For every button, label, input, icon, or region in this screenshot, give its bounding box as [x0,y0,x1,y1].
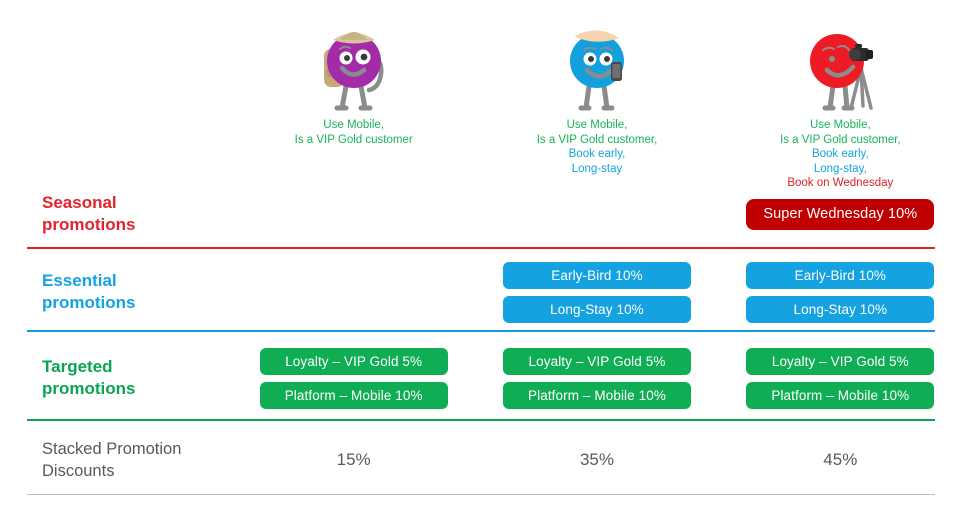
badge-long-stay[interactable]: Long-Stay 10% [746,295,935,323]
badge-loyalty-vip-gold[interactable]: Loyalty – VIP Gold 5% [259,347,448,375]
row-cells-targeted: Loyalty – VIP Gold 5% Platform – Mobile … [232,347,962,409]
row-label-targeted: Targeted promotions [0,356,232,400]
row-cells-essential: Early-Bird 10% Long-Stay 10% Early-Bird … [232,261,962,323]
persona-trait: Use Mobile, [566,119,628,131]
persona-trait: Long-stay, [813,162,867,175]
persona-trait: Is a VIP Gold customer [294,133,413,146]
row-label-line: promotions [42,379,136,398]
row-label-line: Stacked Promotion [42,440,182,458]
total-discount-value: 45% [823,450,858,469]
persona-column-3: Use Mobile, Is a VIP Gold customer, Book… [719,0,962,192]
persona-trait: Is a VIP Gold customer, [536,133,658,146]
persona-traits-2: Use Mobile, Is a VIP Gold customer, Book… [537,118,658,176]
badge-platform-mobile[interactable]: Platform – Mobile 10% [502,381,691,409]
divider-bottom [27,494,935,495]
persona-trait: Is a VIP Gold customer, [780,133,901,146]
persona-column-2: Use Mobile, Is a VIP Gold customer, Book… [475,0,718,192]
persona-trait: Use Mobile, [323,119,385,131]
cell-essential-1 [232,262,475,323]
cell-seasonal-3: Super Wednesday 10% [719,198,962,230]
traveler-purple-hat-backpack-icon [323,32,384,111]
row-seasonal: Seasonal promotions Super Wednesday 10% [0,186,962,242]
cell-seasonal-2 [475,199,718,230]
row-label-stacked-discounts: Stacked Promotion Discounts [0,438,232,482]
badge-super-wednesday[interactable]: Super Wednesday 10% [746,198,935,230]
row-cells-stacked-discounts: 15% 35% 45% [232,450,962,470]
badge-loyalty-vip-gold[interactable]: Loyalty – VIP Gold 5% [746,347,935,375]
persona-trait: Long-stay [571,162,623,175]
badge-long-stay[interactable]: Long-Stay 10% [502,295,691,323]
cell-targeted-1: Loyalty – VIP Gold 5% Platform – Mobile … [232,347,475,409]
traveler-blue-cap-phone-icon [569,30,624,111]
badge-platform-mobile[interactable]: Platform – Mobile 10% [259,381,448,409]
persona-row-label-spacer [0,0,232,192]
divider-seasonal [27,247,935,249]
badge-early-bird[interactable]: Early-Bird 10% [502,261,691,289]
persona-column-1: Use Mobile, Is a VIP Gold customer [232,0,475,192]
cell-total-3: 45% [719,450,962,470]
persona-trait: Book early, [568,148,626,160]
badge-early-bird[interactable]: Early-Bird 10% [746,261,935,289]
cell-targeted-2: Loyalty – VIP Gold 5% Platform – Mobile … [475,347,718,409]
row-label-line: promotions [42,293,136,312]
row-label-seasonal: Seasonal promotions [0,192,232,236]
row-label-line: promotions [42,215,136,234]
divider-targeted [27,419,935,421]
row-cells-seasonal: Super Wednesday 10% [232,198,962,230]
badge-loyalty-vip-gold[interactable]: Loyalty – VIP Gold 5% [502,347,691,375]
persona-trait: Book on Wednesday [787,177,894,189]
cell-total-1: 15% [232,450,475,470]
persona-trait: Book early, [811,148,869,160]
row-label-line: Essential [42,271,117,290]
divider-essential [27,330,935,332]
cell-essential-3: Early-Bird 10% Long-Stay 10% [719,261,962,323]
row-label-line: Targeted [42,357,113,376]
total-discount-value: 15% [336,450,371,469]
total-discount-value: 35% [579,450,614,469]
persona-trait: Use Mobile, [809,119,871,131]
persona-header-row: Use Mobile, Is a VIP Gold customer [0,0,962,192]
cell-seasonal-1 [232,199,475,230]
persona-traits-3: Use Mobile, Is a VIP Gold customer, Book… [780,118,901,191]
cell-targeted-3: Loyalty – VIP Gold 5% Platform – Mobile … [719,347,962,409]
badge-platform-mobile[interactable]: Platform – Mobile 10% [746,381,935,409]
row-label-line: Discounts [42,462,115,480]
row-stacked-discounts: Stacked Promotion Discounts 15% 35% 45% [0,432,962,488]
cell-essential-2: Early-Bird 10% Long-Stay 10% [475,261,718,323]
row-essential: Essential promotions Early-Bird 10% Long… [0,259,962,325]
row-targeted: Targeted promotions Loyalty – VIP Gold 5… [0,345,962,411]
row-label-essential: Essential promotions [0,270,232,314]
traveler-red-camera-tripod-icon [810,34,874,111]
row-label-line: Seasonal [42,193,117,212]
cell-total-2: 35% [475,450,718,470]
persona-traits-1: Use Mobile, Is a VIP Gold customer [295,118,413,147]
